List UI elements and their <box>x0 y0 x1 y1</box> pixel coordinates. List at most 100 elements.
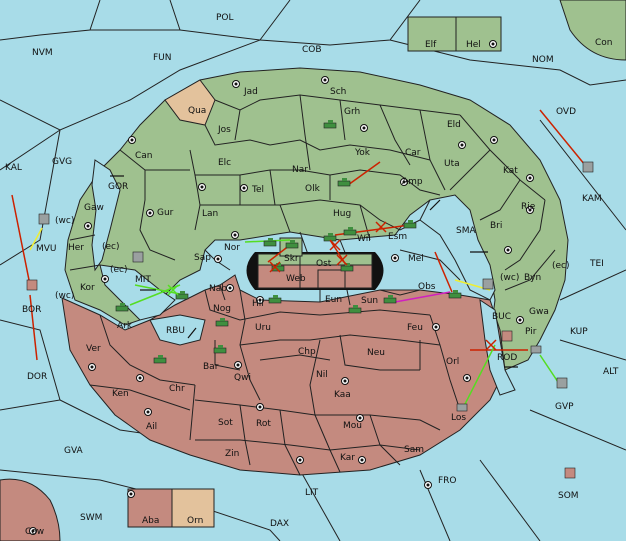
center-borders <box>299 254 346 289</box>
label-cow: Cow <box>25 527 44 537</box>
label-qua: Qua <box>188 106 206 116</box>
label-nar: Nar <box>292 165 308 175</box>
tank-icon <box>383 295 397 304</box>
label-sun: Sun <box>361 296 378 306</box>
label-tel: Tel <box>251 185 264 195</box>
tank-icon <box>448 290 462 299</box>
land-labels: Con Elf Hel Cow Aba Orn Qua Jad Sch Jos … <box>25 38 613 537</box>
label-pir: Pir <box>525 327 537 337</box>
label-nab: Nab <box>209 284 227 294</box>
label-aba: Aba <box>142 516 159 526</box>
label-gwa: Gwa <box>529 307 549 317</box>
label-sot: Sot <box>218 418 233 428</box>
label-can: Can <box>135 151 153 161</box>
label-feu: Feu <box>407 323 423 333</box>
ship-icon <box>530 345 542 354</box>
label-hil: Hil <box>252 299 264 309</box>
label-elc: Elc <box>218 158 231 168</box>
label-eld: Eld <box>447 120 461 130</box>
label-dor: DOR <box>27 372 47 382</box>
label-rbu: RBU <box>166 326 185 336</box>
sea-rbu[interactable] <box>149 314 206 346</box>
label-ken: Ken <box>112 389 129 399</box>
tank-icon <box>323 120 337 129</box>
label-kor: Kor <box>80 283 95 293</box>
label-yok: Yok <box>354 148 371 158</box>
green-borders <box>69 94 556 291</box>
coast-wc-mvu: (wc) <box>55 216 74 226</box>
label-sma: SMA <box>456 226 476 236</box>
label-lan: Lan <box>202 209 218 219</box>
label-lit: LIT <box>305 488 319 498</box>
label-buc: BUC <box>492 312 511 322</box>
label-bri: Bri <box>490 221 502 231</box>
province-qua[interactable] <box>164 79 216 126</box>
label-mou: Mou <box>343 421 362 431</box>
island-cow[interactable] <box>0 478 61 541</box>
label-kar: Kar <box>340 453 355 463</box>
label-mit: MIT <box>135 275 151 285</box>
label-gvp: GVP <box>555 402 574 412</box>
label-sap: Sap <box>194 253 211 263</box>
label-nor: Nor <box>224 243 240 253</box>
tank-icon <box>153 355 167 364</box>
label-nil: Nil <box>316 370 328 380</box>
label-kal: KAL <box>5 163 22 173</box>
island-aba[interactable] <box>127 488 173 528</box>
ship-icon <box>501 330 513 342</box>
label-rie: Rie <box>521 202 536 212</box>
coast-ec-byn: (ec) <box>552 261 570 271</box>
ship-icon <box>582 161 594 173</box>
label-mvu: MVU <box>36 244 57 254</box>
label-fro: FRO <box>438 476 457 486</box>
label-kam: KAM <box>582 194 602 204</box>
label-con: Con <box>595 38 613 48</box>
label-jos: Jos <box>217 125 231 135</box>
label-bor: BOR <box>22 305 41 315</box>
label-kup: KUP <box>570 327 588 337</box>
label-dax: DAX <box>270 519 289 529</box>
label-gor: GOR <box>108 182 128 192</box>
label-eun: Eun <box>325 295 342 305</box>
label-ost: Ost <box>316 259 332 269</box>
label-web: Web <box>286 274 306 284</box>
tank-icon <box>285 240 299 249</box>
coast-ec-her: (ec) <box>102 242 120 252</box>
tank-icon <box>268 295 282 304</box>
island-orn[interactable] <box>171 488 215 528</box>
ship-icon <box>26 279 38 291</box>
label-cob: COB <box>302 45 322 55</box>
coast-wc-byn: (wc) <box>500 273 519 283</box>
label-elf: Elf <box>425 40 437 50</box>
label-sch: Sch <box>330 87 346 97</box>
tank-icon <box>115 303 129 312</box>
label-gaw: Gaw <box>84 203 104 213</box>
label-bar: Bar <box>203 362 219 372</box>
label-uru: Uru <box>255 323 271 333</box>
failed-markers <box>269 221 497 351</box>
label-rot: Rot <box>256 419 271 429</box>
label-byn: Byn <box>524 273 541 283</box>
label-olk: Olk <box>305 184 321 194</box>
label-swm: SWM <box>80 513 102 523</box>
label-chp: Chp <box>298 347 316 357</box>
red-borders <box>89 279 461 476</box>
label-orn: Orn <box>187 516 203 526</box>
sea-sma[interactable] <box>419 194 496 301</box>
label-her: Her <box>68 243 84 253</box>
tank-icon <box>175 291 189 300</box>
island-elf[interactable] <box>407 16 457 52</box>
tank-icon <box>348 305 362 314</box>
label-uta: Uta <box>444 159 460 169</box>
coast-ec-kor: (ec) <box>110 265 128 275</box>
label-jad: Jad <box>243 87 258 97</box>
label-los: Los <box>451 413 466 423</box>
label-som: SOM <box>558 491 579 501</box>
label-kat: Kat <box>503 166 518 176</box>
label-car: Car <box>405 148 421 158</box>
supply-centers <box>29 40 534 535</box>
label-orl: Orl <box>446 357 459 367</box>
label-fun: FUN <box>153 53 172 63</box>
sea-mit[interactable] <box>99 264 176 321</box>
